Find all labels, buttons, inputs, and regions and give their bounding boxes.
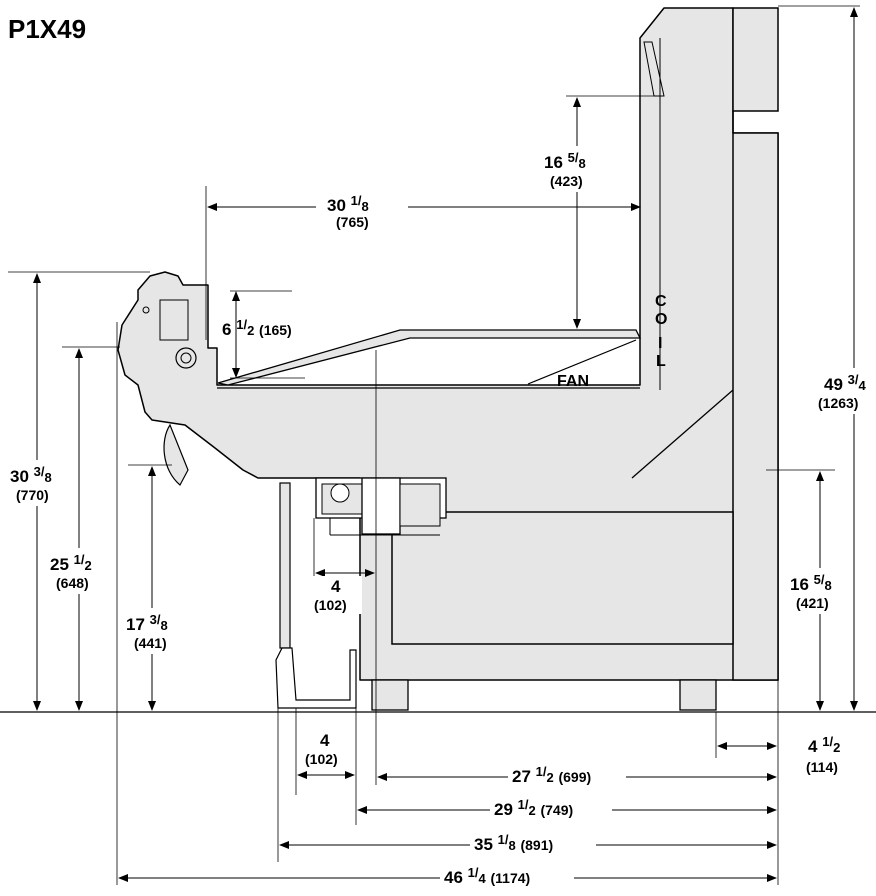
coil-label-o: O (655, 311, 667, 328)
svg-text:4: 4 (320, 731, 330, 750)
dim-25-1-2-text: 25 1/2 (648) (50, 552, 92, 591)
rear-vertical-panel (732, 132, 779, 681)
dim-29-1-2-text: 29 1/2 (749) (494, 797, 573, 819)
kick-panel (279, 482, 291, 649)
svg-text:(770): (770) (16, 487, 49, 503)
fan-label: FAN (557, 373, 589, 390)
svg-text:(648): (648) (56, 575, 89, 591)
svg-text:27 1/2 (699): 27 1/2 (699) (512, 764, 591, 786)
svg-text:(1263): (1263) (818, 395, 858, 411)
coil-label-i: I (658, 335, 662, 352)
svg-text:49 3/4: 49 3/4 (824, 372, 867, 394)
svg-text:(421): (421) (796, 595, 829, 611)
dim-16-5-8-top-text: 16 5/8 (423) (544, 150, 586, 189)
svg-text:30 3/8: 30 3/8 (10, 464, 52, 486)
screw-hole (142, 306, 150, 314)
model-title: P1X49 (8, 14, 86, 44)
svg-text:30 1/8: 30 1/8 (327, 193, 369, 215)
dim-6-1-2-text: 6 1/2 (165) (222, 317, 292, 339)
dim-30-3-8-text: 30 3/8 (770) (10, 464, 52, 503)
svg-text:(441): (441) (134, 635, 167, 651)
svg-text:16 5/8: 16 5/8 (790, 572, 832, 594)
display-deck (217, 329, 642, 386)
svg-text:17 3/8: 17 3/8 (126, 612, 168, 634)
front-bumper (159, 299, 189, 341)
rear-leg (679, 679, 717, 711)
deck-inner-line (527, 339, 637, 385)
dim-46-1-4-text: 46 1/4 (1174) (444, 865, 530, 887)
dim-27-1-2-text: 27 1/2 (699) (512, 764, 591, 786)
svg-text:35 1/8 (891): 35 1/8 (891) (474, 832, 553, 854)
svg-text:(102): (102) (305, 751, 338, 767)
coil-label-c: C (655, 293, 667, 310)
dim-49-3-4-text: 49 3/4 (1263) (818, 372, 867, 411)
svg-text:(102): (102) (314, 597, 347, 613)
svg-text:6 1/2 (165): 6 1/2 (165) (222, 317, 292, 339)
dim-4-upper-text: 4 (102) (312, 576, 362, 614)
rear-upper-panel (732, 7, 779, 112)
svg-text:(765): (765) (336, 214, 369, 230)
front-leg (371, 679, 409, 711)
svg-text:16 5/8: 16 5/8 (544, 150, 586, 172)
svg-text:4 1/2: 4 1/2 (808, 734, 840, 756)
dim-17-3-8-text: 17 3/8 (441) (126, 612, 168, 651)
svg-text:4: 4 (331, 577, 341, 596)
drain-fitting (175, 347, 197, 369)
svg-text:25 1/2: 25 1/2 (50, 552, 92, 574)
svg-text:46 1/4 (1174): 46 1/4 (1174) (444, 865, 530, 887)
coil-label-l: L (656, 353, 666, 370)
dim-4-1-2-text: 4 1/2 (114) (806, 734, 840, 775)
dim-16-5-8-right-text: 16 5/8 (421) (790, 572, 832, 611)
air-duct-diagonal (631, 389, 734, 479)
drain-fitting-inner (180, 352, 192, 364)
svg-text:(423): (423) (550, 173, 583, 189)
svg-text:29 1/2 (749): 29 1/2 (749) (494, 797, 573, 819)
dim-35-1-8-text: 35 1/8 (891) (474, 832, 553, 854)
kick-panel-foot (275, 647, 357, 709)
drain-assembly (315, 477, 447, 536)
lower-compartment (391, 511, 734, 645)
svg-text:(114): (114) (806, 759, 838, 775)
front-lid (163, 423, 189, 486)
dim-4-lower-text: 4 (102) (305, 731, 338, 767)
dim-30-1-8-text: 30 1/8 (765) (327, 193, 369, 230)
